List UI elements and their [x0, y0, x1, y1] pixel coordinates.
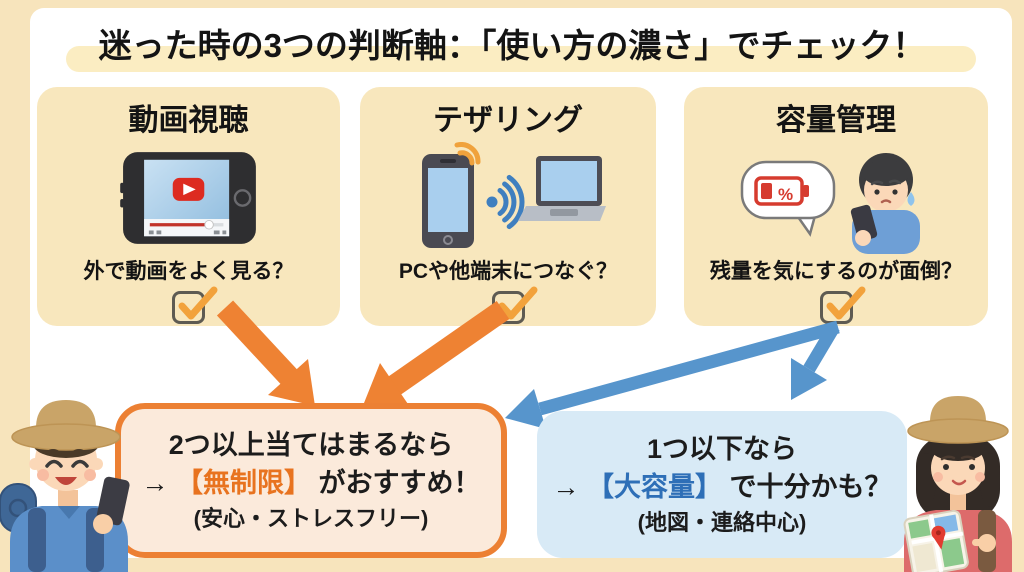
- checkmark-icon: [826, 286, 865, 320]
- large-capacity-condition: 1つ以下なら: [646, 433, 798, 464]
- card-question: PCや他端末につなぐ？: [398, 260, 618, 283]
- female-hiker-with-map: [886, 392, 1024, 572]
- card-tethering: テザリング PCや他端末につなぐ？: [360, 87, 656, 326]
- page-title: 迷った時の3つの判断軸：「使い方の濃さ」でチェック！: [98, 27, 926, 64]
- large-capacity-recommendation-text: で十分かも？: [722, 471, 892, 502]
- title-highlight-bar: [66, 46, 976, 72]
- unlimited-plan-label: 【無制限】: [176, 467, 311, 498]
- checkbox-tethering: [491, 286, 537, 324]
- card-question: 残量を気にするのが面倒？: [709, 260, 963, 283]
- large-capacity-plan-box: 1つ以下なら → 【大容量】 で十分かも？ (地図・連絡中心): [537, 411, 907, 558]
- male-hiker-with-smartphone: [0, 392, 138, 572]
- checkbox-capacity: [819, 286, 865, 324]
- card-title: 容量管理: [776, 104, 896, 137]
- title-banner: 迷った時の3つの判断軸：「使い方の濃さ」でチェック！: [40, 18, 984, 74]
- card-capacity-management: 容量管理 % 残量を気にするのが面倒？: [684, 87, 988, 326]
- checkbox-video: [172, 286, 218, 324]
- card-question: 外で動画をよく見る？: [83, 260, 294, 283]
- large-capacity-note: (地図・連絡中心): [637, 509, 807, 535]
- unlimited-note: (安心・ストレスフリー): [193, 505, 429, 531]
- video-playback-phone-icon: [103, 141, 275, 255]
- unlimited-condition: 2つ以上当てはまるなら: [168, 429, 454, 460]
- card-title: テザリング: [433, 104, 583, 137]
- tethering-phone-laptop-icon: [408, 141, 608, 255]
- card-video-watching: 動画視聴 外で動画をよく見る？: [37, 87, 340, 326]
- large-capacity-plan-label: 【大容量】: [587, 471, 722, 502]
- arrow-glyph: →: [552, 471, 587, 502]
- low-battery-worried-man-icon: %: [736, 141, 936, 255]
- svg-text:%: %: [778, 185, 793, 204]
- unlimited-recommendation-text: がおすすめ！: [311, 467, 481, 498]
- checkmark-icon: [498, 286, 537, 320]
- checkmark-icon: [178, 286, 218, 320]
- unlimited-plan-box: 2つ以上当てはまるなら → 【無制限】 がおすすめ！ (安心・ストレスフリー): [115, 403, 507, 558]
- large-capacity-recommendation-line: → 【大容量】 で十分かも？: [552, 467, 891, 507]
- unlimited-recommendation-line: → 【無制限】 がおすすめ！: [141, 463, 480, 503]
- arrow-glyph: →: [141, 467, 176, 498]
- card-title: 動画視聴: [128, 104, 249, 137]
